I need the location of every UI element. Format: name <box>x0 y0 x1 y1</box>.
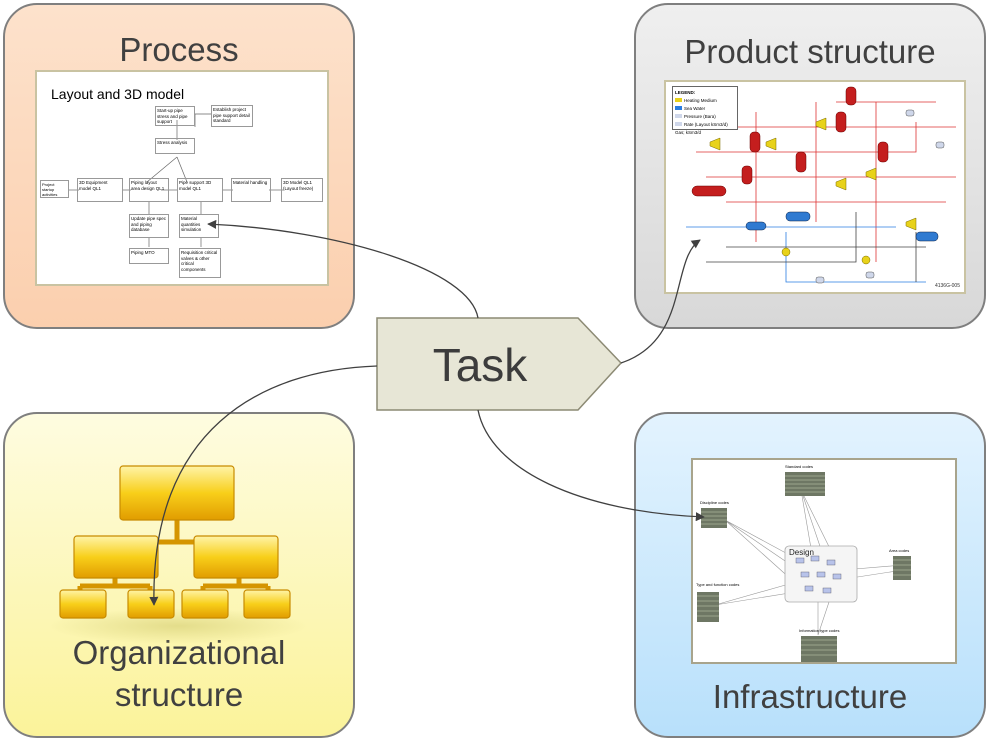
drawing-code: 4136G-005 <box>934 283 960 289</box>
step-piping-design: Piping layout area design QL1 <box>129 178 169 202</box>
step-update-spec: Update pipe spec and piping database <box>129 214 169 238</box>
legend-item: Rate (Layout kSm3/d) Gas; kSm3/d <box>675 122 728 135</box>
step-project-startup: Project startup activities <box>40 180 69 198</box>
legend-title: LEGEND: <box>675 90 696 95</box>
cluster-label: Type and function codes <box>696 582 740 587</box>
step-equipment-model: 3D Equipment model QL1 <box>77 178 123 202</box>
org-title-line1: Organizational <box>72 634 286 671</box>
step-model-ql1: 3D Model QL1 (Layout freeze) <box>281 178 323 202</box>
step-material-quantities: Material quantities simulation <box>179 214 219 238</box>
legend-item: Heating Medium <box>675 97 735 105</box>
task-label: Task <box>432 339 528 391</box>
cluster-label: Information type codes <box>799 628 840 633</box>
process-title: Process <box>119 31 239 68</box>
cluster-label: Discipline codes <box>700 500 729 505</box>
legend-swatch-rate <box>675 122 682 126</box>
code-network-diagram <box>697 472 911 662</box>
step-startup: Start-up pipe stress and pipe support <box>155 106 195 126</box>
process-screenshot: Layout and 3D model Establish project pi… <box>35 70 329 286</box>
step-piping-mto: Piping MTO <box>129 248 169 264</box>
pfd-legend: LEGEND: Heating Medium Sea Water Pressur… <box>672 86 738 135</box>
org-panel: Organizational structure <box>3 412 355 738</box>
legend-swatch-pressure <box>675 114 682 118</box>
cluster-label: Standard codes <box>785 464 814 469</box>
infrastructure-screenshot: Discipline codes Standard codes Area cod… <box>691 458 957 664</box>
org-title-line2: structure <box>114 676 244 713</box>
legend-item: Pressure (Bara) <box>675 113 735 121</box>
infrastructure-title: Infrastructure <box>712 678 908 715</box>
legend-swatch-sea-water <box>675 106 682 110</box>
step-pipe-support: Pipe support 3D model QL1 <box>177 178 223 202</box>
process-flow-diagram <box>677 86 956 284</box>
product-screenshot: LEGEND: Heating Medium Sea Water Pressur… <box>664 80 966 294</box>
legend-item: Sea Water <box>675 105 735 113</box>
design-hub-label: Design <box>789 548 814 557</box>
process-screenshot-title: Layout and 3D model <box>51 86 185 102</box>
cluster-label: Area codes <box>889 548 910 553</box>
legend-swatch-heating <box>675 98 682 102</box>
step-material-handling: Material handling <box>231 178 271 202</box>
step-stress: Stress analysis <box>155 138 195 154</box>
step-establish: Establish project pipe support detail st… <box>211 105 253 127</box>
step-requisition: Requisition critical valves & other crit… <box>179 248 221 278</box>
product-title: Product structure <box>684 33 936 70</box>
